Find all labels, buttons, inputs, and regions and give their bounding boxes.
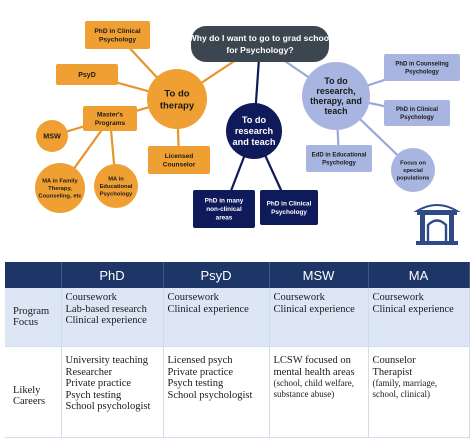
node-psyd: PsyD — [56, 64, 118, 85]
cell-line: Psych testing — [65, 389, 122, 401]
cell-line: Coursework — [372, 292, 424, 303]
header-psyd: PsyD — [163, 262, 270, 288]
cell-note-line: substance abuse) — [273, 388, 335, 399]
node-label: MSW — [43, 132, 61, 141]
header-msw: MSW — [269, 262, 369, 288]
header-corner-cell — [5, 262, 62, 288]
cell-line: Clinical experience — [167, 303, 249, 315]
cell-line: School psychologist — [65, 401, 151, 412]
cell-line: Private practice — [65, 378, 132, 389]
cell-line: Researcher — [65, 366, 113, 378]
cell-line: LCSW focused on — [273, 355, 351, 366]
header-ma: MA — [368, 262, 470, 288]
cell-line: School psychologist — [167, 389, 253, 401]
cell-line: Psych testing — [167, 378, 224, 389]
cell-line: Therapist — [372, 366, 413, 378]
header-phd: PhD — [61, 262, 164, 288]
row-header-line: Careers — [13, 396, 46, 407]
cell-line: Licensed psych — [167, 355, 233, 366]
row-header-line: Focus — [13, 317, 39, 328]
node-label: PsyD — [78, 72, 96, 79]
cell-line: Coursework — [273, 292, 325, 303]
cell-line: Clinical experience — [65, 315, 147, 326]
cell-line: Coursework — [167, 292, 219, 303]
cell-note-line: (family, marriage, — [372, 378, 438, 388]
cell-line: Clinical experience — [273, 303, 355, 315]
cell-line: Private practice — [167, 366, 234, 378]
cell-line: University teaching — [65, 355, 149, 366]
table-header-row: PhD PsyD MSW MA — [5, 262, 470, 288]
row-header-line: Program — [13, 305, 50, 317]
university-building-icon — [413, 204, 461, 245]
cell-line: mental health areas — [273, 366, 355, 378]
cell-line: Lab-based research — [65, 303, 147, 315]
cell-note-line: (school, child welfare, — [273, 378, 354, 388]
node-msw: MSW — [36, 120, 68, 152]
cell-line: Clinical experience — [372, 303, 454, 315]
cell-line: Counselor — [372, 355, 416, 366]
cell-line: Coursework — [65, 292, 117, 303]
cell-note-line: school, clinical) — [372, 388, 430, 399]
row-header-line: Likely — [13, 384, 41, 396]
